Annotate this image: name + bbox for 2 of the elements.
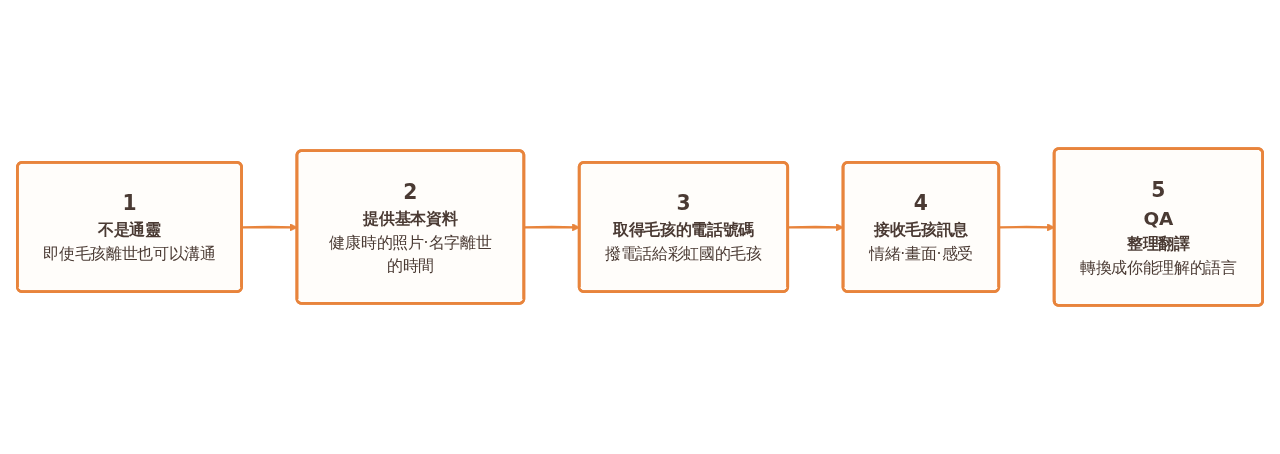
arrow [788, 223, 844, 232]
arrow [999, 223, 1055, 232]
